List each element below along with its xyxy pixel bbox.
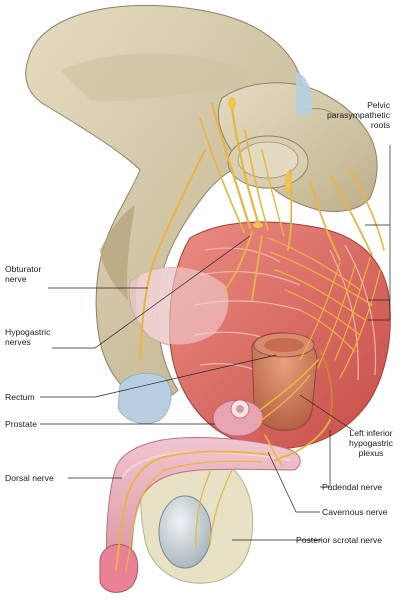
rectum xyxy=(251,332,318,431)
label-left-inferior-hypogastric-plexus: Left inferior hypogastric plexus xyxy=(349,428,393,458)
label-cavernous-nerve: Cavernous nerve xyxy=(322,507,388,517)
sacrum xyxy=(217,72,378,212)
label-pudendal-nerve: Pudendal nerve xyxy=(322,482,383,492)
label-hypogastric-nerves: Hypogastric nerves xyxy=(5,327,51,347)
label-dorsal-nerve: Dorsal nerve xyxy=(5,473,54,483)
leader-lines xyxy=(40,145,391,541)
label-pelvic-parasympathetic-roots: Pelvic parasympathetic roots xyxy=(326,100,390,130)
ischial-cartilage xyxy=(117,372,172,424)
label-obturator-nerve: Obturator nerve xyxy=(5,264,42,284)
prostate xyxy=(212,399,264,437)
nerve-network xyxy=(115,97,385,573)
testis xyxy=(158,495,212,569)
label-posterior-scrotal-nerve: Posterior scrotal nerve xyxy=(296,535,382,545)
label-prostate: Prostate xyxy=(5,419,38,429)
label-rectum: Rectum xyxy=(5,392,35,402)
